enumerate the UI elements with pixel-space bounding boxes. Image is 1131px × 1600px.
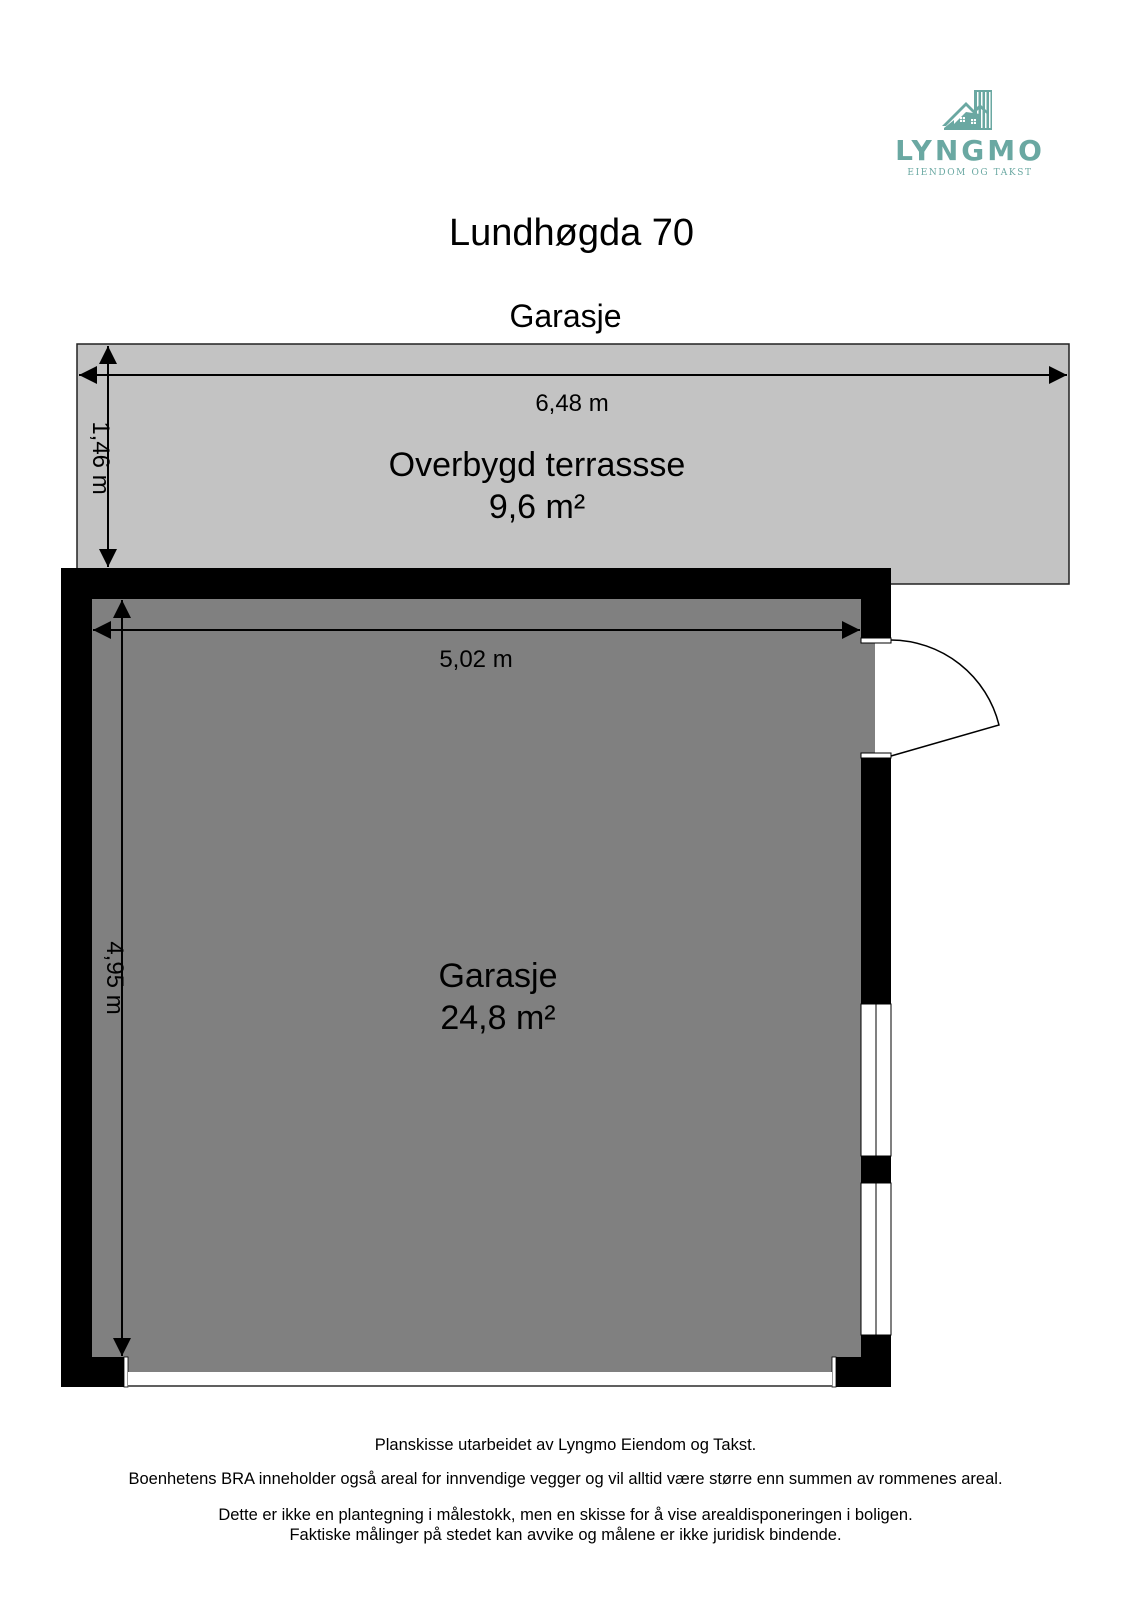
terrace-room-area: 9,6 m² [488,488,586,526]
garage-floor [92,599,875,1372]
garage-door-opening [123,1356,837,1388]
footer-bra-note: Boenhetens BRA inneholder også areal for… [128,1470,1003,1488]
window-lower [860,1182,892,1336]
terrace-room-name: Overbygd terrassse [388,446,686,484]
floor-title: Garasje [509,298,622,334]
house-buildings-icon [942,90,992,130]
footer-disclaimer-1: Dette er ikke en plantegning i målestokk… [218,1506,913,1524]
side-door [860,637,1000,759]
footer-disclaimer-2: Faktiske målinger på stedet kan avvike o… [289,1526,842,1544]
garage-room-name: Garasje [438,957,558,995]
terrace-depth-label: 1,46 m [87,421,114,495]
logo-brand-name: LYNGMO [895,134,1045,167]
garage-width-label: 5,02 m [439,646,513,673]
window-upper [860,1003,892,1157]
lyngmo-logo: LYNGMO EIENDOM OG TAKST [880,84,1060,184]
garage-room-label: Garasje 24,8 m² [298,955,698,1039]
logo-tagline: EIENDOM OG TAKST [907,168,1033,178]
footer-credit: Planskisse utarbeidet av Lyngmo Eiendom … [374,1436,757,1454]
garage-room-area: 24,8 m² [440,999,556,1037]
terrace-room-label: Overbygd terrassse 9,6 m² [337,444,737,528]
covered-terrace [76,343,1070,585]
terrace-width-label: 6,48 m [535,390,609,417]
property-title: Lundhøgda 70 [448,212,695,254]
garage-depth-label: 4,95 m [101,941,128,1015]
